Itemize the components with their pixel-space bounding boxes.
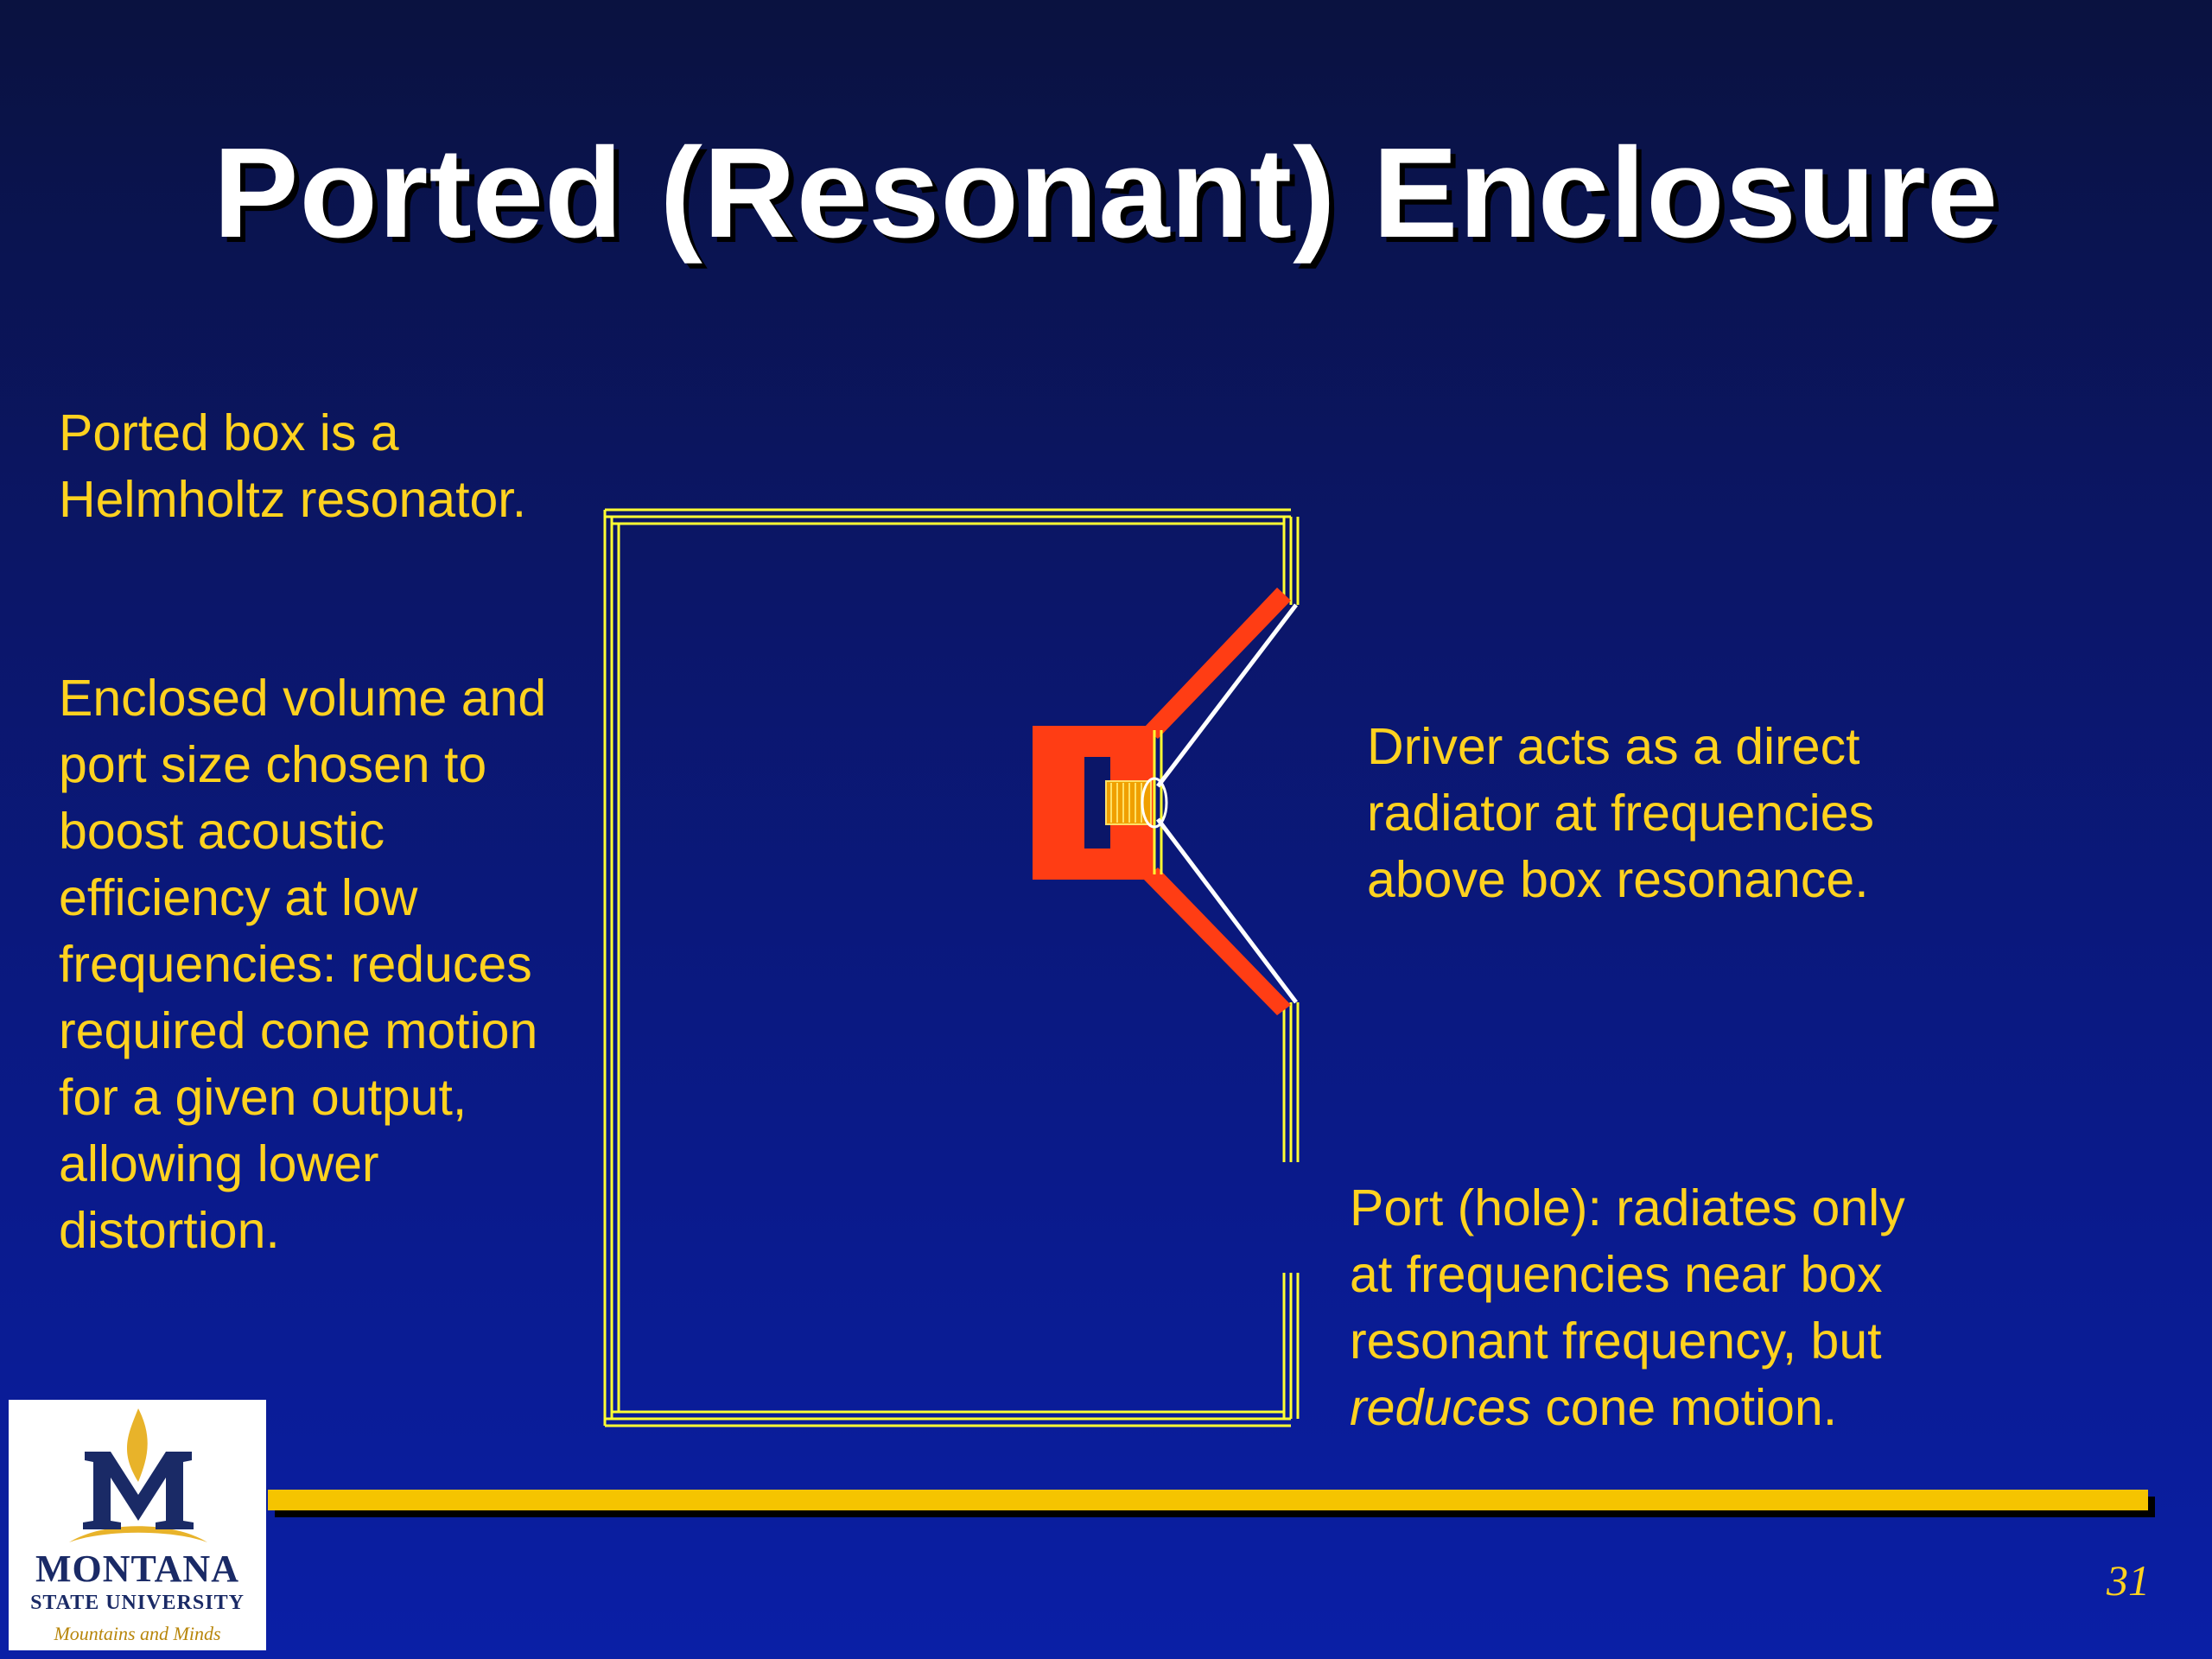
port-line: resonant frequency, but <box>1350 1313 1882 1370</box>
enclosed-line: distortion. <box>59 1202 280 1259</box>
intro-text: Ported box is a Helmholtz resonator. <box>59 400 594 533</box>
enclosed-volume-text: Enclosed volume and port size chosen to … <box>59 665 612 1264</box>
page-number: 31 <box>2107 1556 2150 1605</box>
footer-bar <box>268 1490 2148 1510</box>
logo-text-line2: STATE UNIVERSITY <box>30 1592 245 1614</box>
intro-line: Helmholtz resonator. <box>59 471 527 528</box>
msu-m-icon <box>69 1408 207 1542</box>
driver-cone-lower <box>1156 817 1298 1004</box>
enclosed-line: allowing lower <box>59 1135 379 1192</box>
slide-title: Ported (Resonant) Enclosure <box>213 122 1999 264</box>
enclosure-box <box>603 508 1300 1427</box>
enclosed-line: for a given output, <box>59 1069 467 1126</box>
driver-text: Driver acts as a direct radiator at freq… <box>1367 714 1989 913</box>
enclosed-line: required cone motion <box>59 1002 538 1059</box>
enclosed-line: Enclosed volume and <box>59 670 547 727</box>
logo-text-line1: MONTANA <box>35 1548 239 1590</box>
driver-line: radiator at frequencies <box>1367 785 1875 842</box>
enclosed-line: port size chosen to <box>59 736 487 793</box>
logo-text-line3: Mountains and Minds <box>54 1623 221 1644</box>
montana-state-logo: MONTANA STATE UNIVERSITY Mountains and M… <box>9 1400 266 1650</box>
port-line-rest: cone motion. <box>1530 1379 1838 1436</box>
driver-line: above box resonance. <box>1367 851 1869 908</box>
port-line: at frequencies near box <box>1350 1246 1883 1303</box>
port-text: Port (hole): radiates only at frequencie… <box>1350 1175 2006 1441</box>
driver-basket-lower <box>1144 868 1291 1015</box>
speaker-driver <box>1033 588 1298 1015</box>
driver-basket-upper <box>1144 588 1291 739</box>
port-emphasis: reduces <box>1350 1379 1531 1436</box>
dust-cap <box>1141 777 1168 829</box>
enclosed-line: boost acoustic <box>59 803 385 860</box>
intro-line: Ported box is a <box>59 404 399 461</box>
driver-cone-upper <box>1156 603 1298 788</box>
enclosed-line: frequencies: reduces <box>59 936 532 993</box>
driver-line: Driver acts as a direct <box>1367 718 1860 775</box>
port-line: reduces cone motion. <box>1350 1375 2006 1441</box>
port-line: Port (hole): radiates only <box>1350 1179 1905 1236</box>
enclosed-line: efficiency at low <box>59 869 418 926</box>
